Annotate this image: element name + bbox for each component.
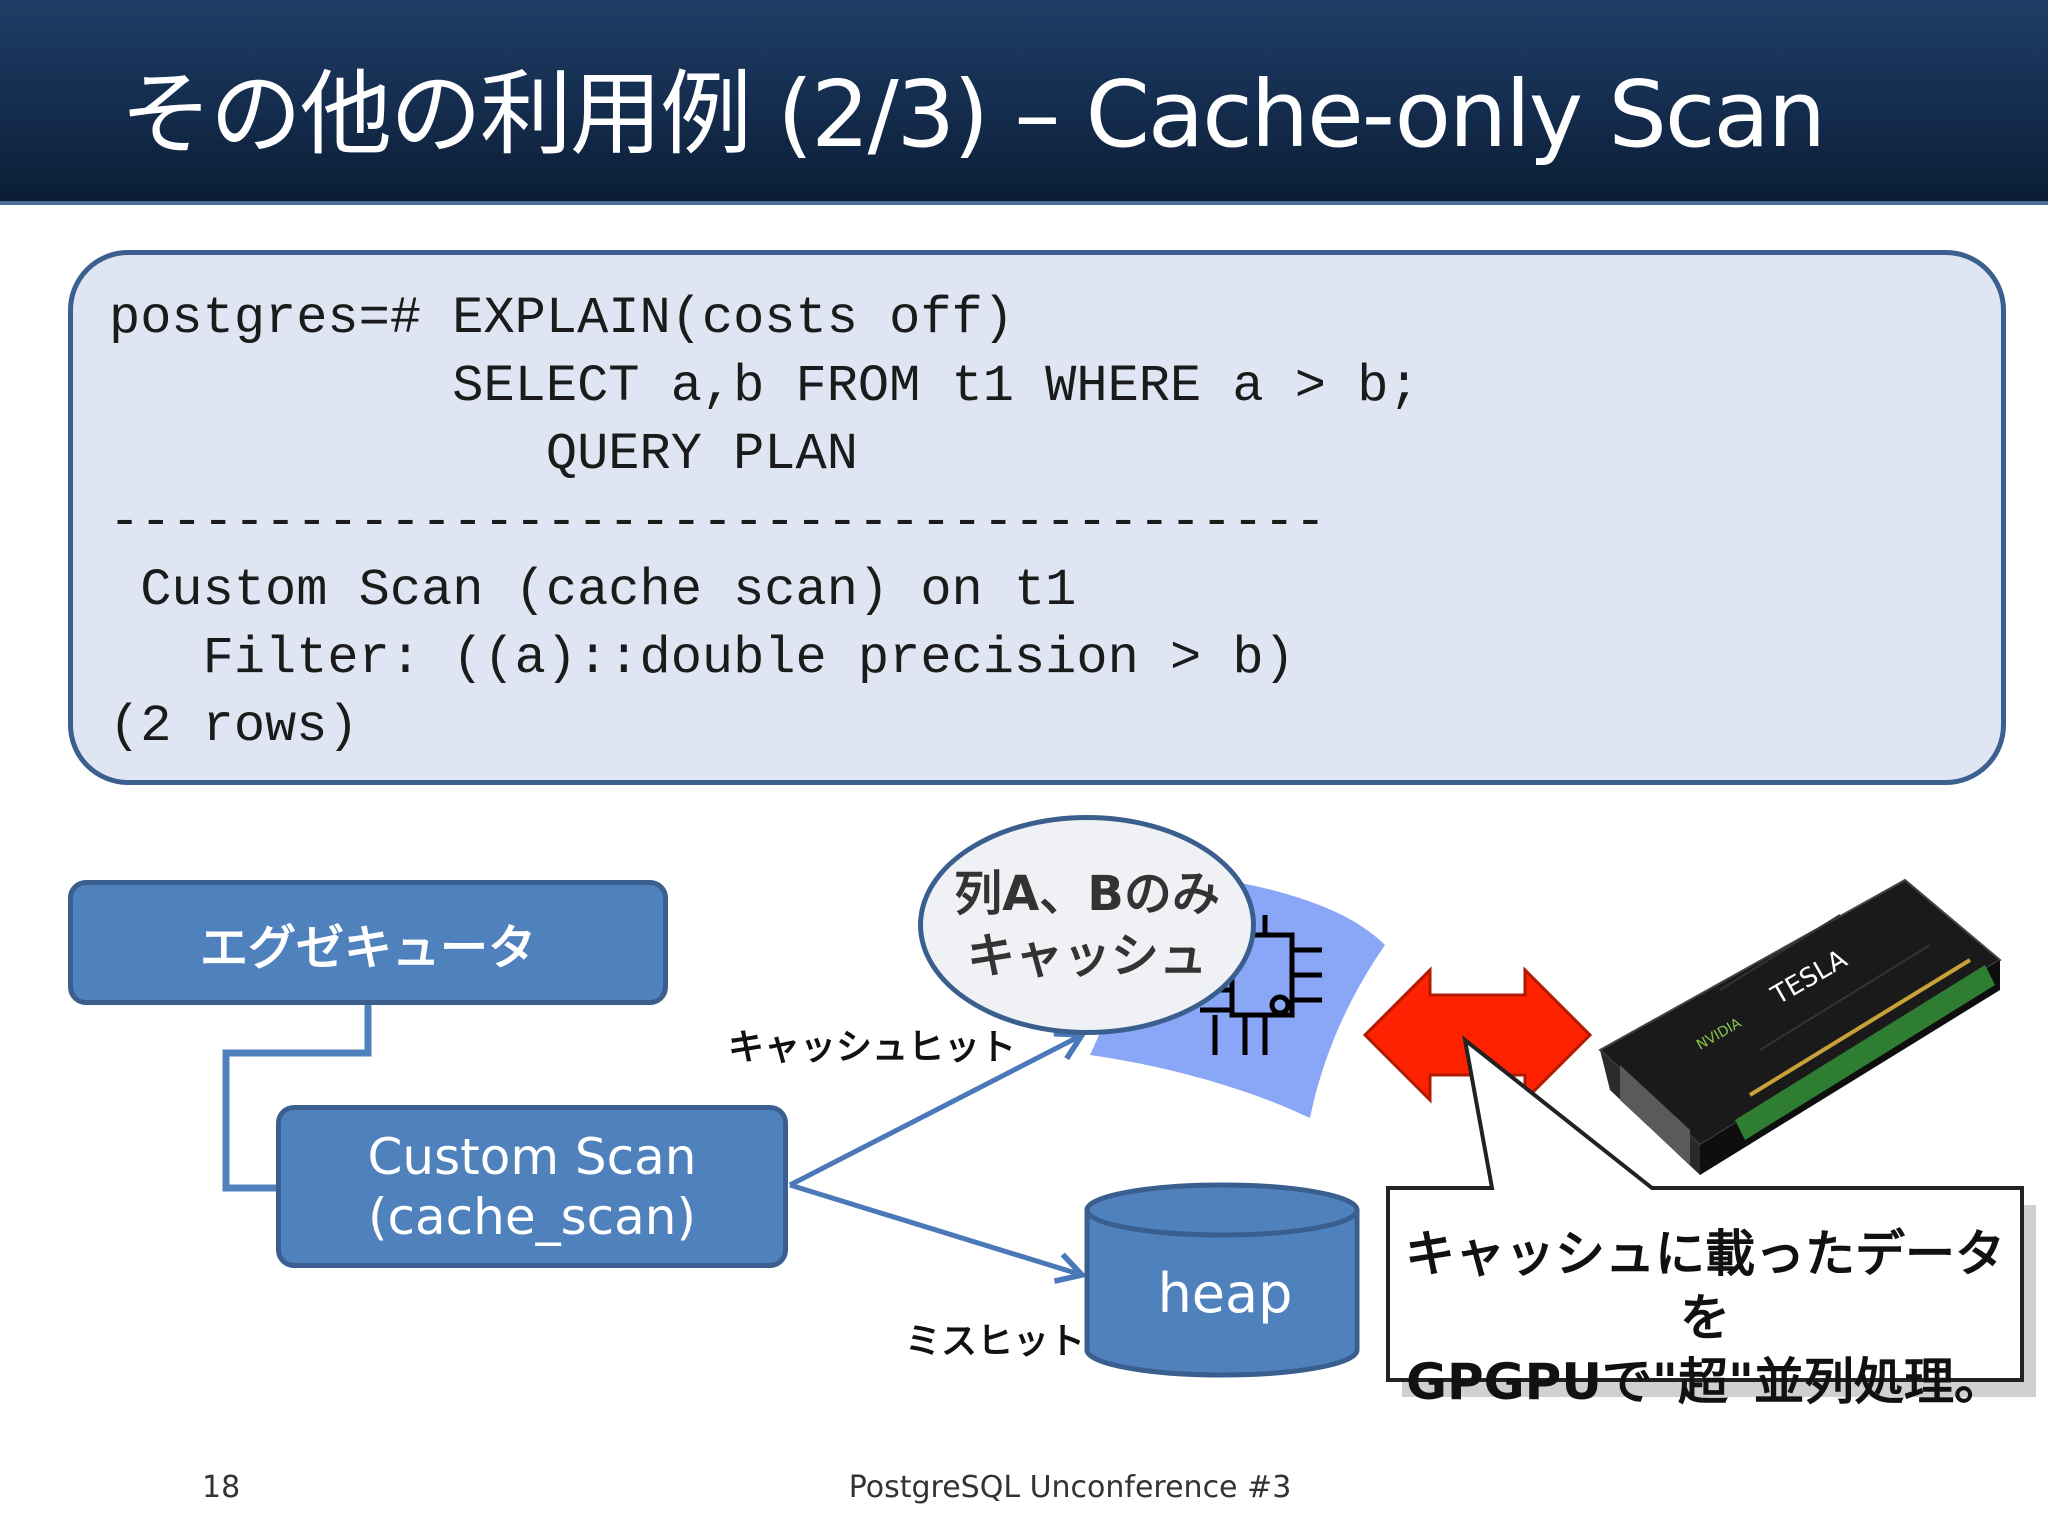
custom-scan-line1: Custom Scan — [367, 1127, 697, 1186]
code-line: SELECT a,b FROM t1 WHERE a > b; — [109, 357, 1420, 416]
gpu-card-image: TESLA NVIDIA — [1598, 878, 2002, 1175]
executor-connector — [222, 1005, 372, 1192]
callout-text: キャッシュに載ったデータを GPGPUで"超"並列処理。 — [1390, 1222, 2020, 1414]
cache-hit-label: キャッシュヒット — [728, 1027, 1017, 1068]
custom-scan-block: Custom Scan (cache_scan) — [276, 1105, 788, 1268]
slide-title: その他の利用例 (2/3) – Cache-only Scan — [120, 61, 1826, 168]
title-bar: その他の利用例 (2/3) – Cache-only Scan — [0, 0, 2048, 205]
callout-line2: GPGPUで"超"並列処理。 — [1405, 1353, 2005, 1411]
bubble-line1: 列A、Bのみ — [954, 866, 1220, 922]
cache-bubble: 列A、Bのみ キャッシュ — [918, 815, 1256, 1035]
heap-cylinder — [1084, 1182, 1360, 1378]
code-line: Filter: ((a)::double precision > b) — [109, 629, 1295, 688]
code-line: --------------------------------------- — [109, 493, 1326, 552]
code-line: QUERY PLAN — [109, 425, 858, 484]
miss-hit-arrow — [789, 1182, 1088, 1284]
executor-block: エグゼキュータ — [68, 880, 668, 1005]
callout-line1: キャッシュに載ったデータを — [1405, 1225, 2005, 1347]
callout-box — [1386, 1035, 2036, 1397]
page-number: 18 — [202, 1470, 241, 1505]
bubble-line2: キャッシュ — [966, 928, 1207, 984]
custom-scan-line2: (cache_scan) — [368, 1187, 696, 1246]
cache-hit-arrow — [788, 1030, 1088, 1188]
heap-label: heap — [1157, 1262, 1293, 1325]
explain-code-box: postgres=# EXPLAIN(costs off) SELECT a,b… — [68, 250, 2006, 785]
code-line: Custom Scan (cache scan) on t1 — [109, 561, 1077, 620]
code-line: postgres=# EXPLAIN(costs off) — [109, 289, 1014, 348]
footer-text: PostgreSQL Unconference #3 — [848, 1470, 1292, 1505]
explain-code: postgres=# EXPLAIN(costs off) SELECT a,b… — [109, 285, 1989, 761]
cache-miss-label: ミスヒット — [905, 1321, 1086, 1362]
red-double-arrow — [1362, 966, 1593, 1104]
code-line: (2 rows) — [109, 697, 359, 756]
